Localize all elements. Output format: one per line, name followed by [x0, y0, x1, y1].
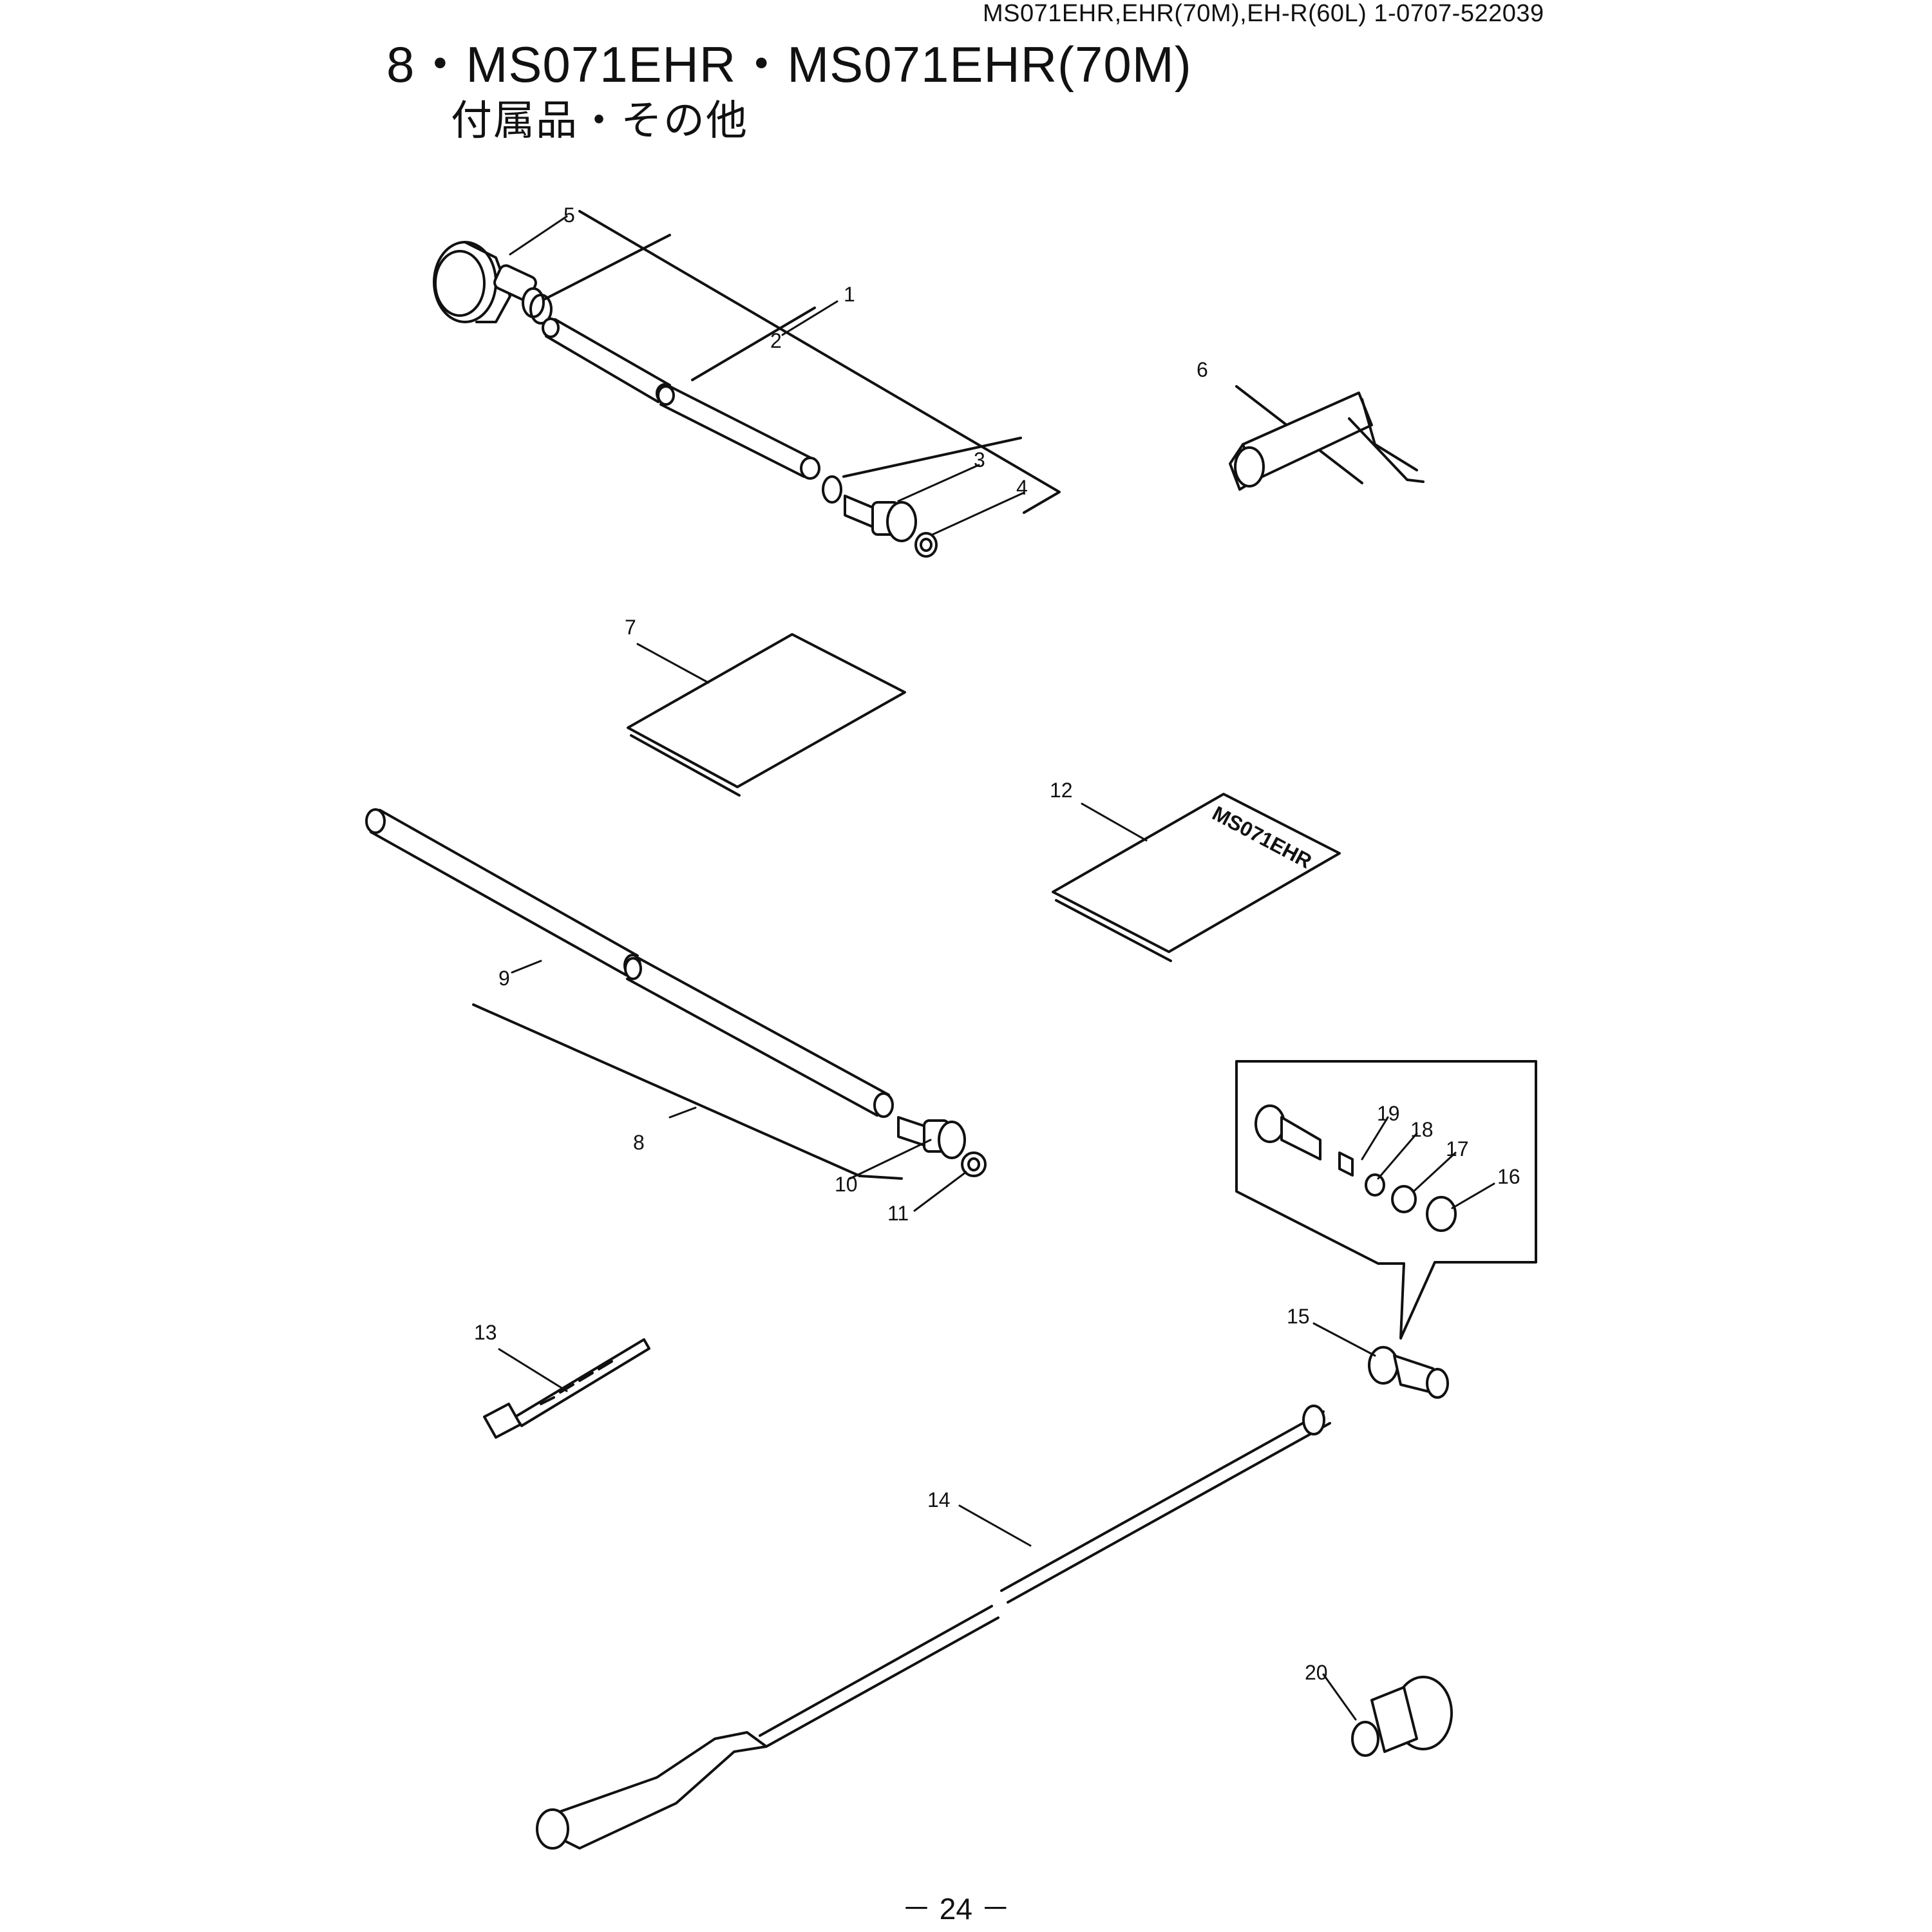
manual-part	[1052, 793, 1341, 962]
hose-assembly	[365, 808, 987, 1180]
callout-13: 13	[474, 1321, 497, 1344]
callout-10: 10	[835, 1173, 858, 1196]
callout-20: 20	[1305, 1661, 1328, 1684]
page-subtitle: 付属品・その他	[451, 97, 748, 145]
callout-17: 17	[1446, 1137, 1469, 1160]
callout-4: 4	[1016, 476, 1028, 499]
sheet-part	[627, 633, 906, 797]
suction-pipe-assembly	[433, 210, 1061, 558]
callout-6: 6	[1197, 358, 1208, 381]
plug-wrench-part	[1229, 385, 1425, 491]
callout-14: 14	[927, 1488, 951, 1511]
callout-2: 2	[770, 329, 782, 352]
page-number: － 24 －	[902, 1892, 1010, 1926]
callout-19: 19	[1377, 1102, 1400, 1125]
page-title: 8・MS071EHR・MS071EHR(70M)	[386, 36, 1192, 93]
callout-1: 1	[844, 283, 855, 306]
callout-15: 15	[1287, 1305, 1310, 1328]
callout-3: 3	[974, 448, 985, 471]
callout-12: 12	[1050, 779, 1073, 802]
nozzle-cap-part	[1351, 1676, 1453, 1757]
callout-9: 9	[498, 967, 510, 990]
callout-8: 8	[633, 1131, 645, 1154]
cable-tie-part	[483, 1338, 650, 1439]
model-code-line: MS071EHR,EHR(70M),EH-R(60L) 1-0707-52203…	[983, 0, 1544, 27]
spray-wand-part	[536, 1405, 1331, 1850]
callout-5: 5	[564, 204, 575, 227]
callout-11: 11	[887, 1202, 909, 1225]
leader-lines	[498, 215, 1495, 1721]
callout-numbers: 1 2 3 4 5 6 7 8 9 10 11 12 13 14 15 16 1…	[474, 204, 1520, 1684]
nozzle-part	[1235, 1060, 1537, 1399]
callout-18: 18	[1410, 1118, 1434, 1141]
callout-16: 16	[1497, 1165, 1520, 1188]
callout-7: 7	[625, 616, 636, 639]
